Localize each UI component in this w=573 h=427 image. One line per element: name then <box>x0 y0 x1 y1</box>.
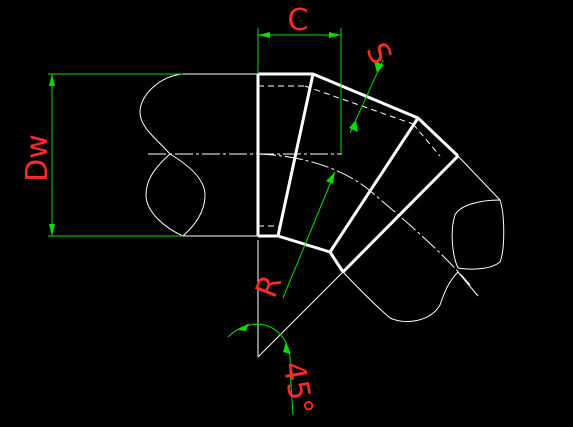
angle-arc <box>227 323 291 371</box>
angle-arrow-left <box>238 323 249 331</box>
s-arrow-bottom <box>349 120 358 132</box>
thick-segment-outlines <box>256 72 460 274</box>
dimension-lines <box>48 28 384 416</box>
mitre-joint-1 <box>276 73 315 237</box>
dashed-middle-top <box>304 85 414 125</box>
right-tick <box>457 271 479 297</box>
c-arrow-right <box>329 32 341 38</box>
angle-arrow-right <box>283 342 291 354</box>
mitre-joint-3 <box>341 154 460 274</box>
dw-arrow-bottom <box>49 224 55 236</box>
left-wave-profile <box>139 73 184 237</box>
r-arrow <box>326 172 335 184</box>
dashed-right-inner <box>412 123 441 157</box>
dw-arrow-top <box>49 74 55 86</box>
label-dw: Dw <box>20 134 55 182</box>
s-arrow-top <box>374 61 384 73</box>
segment-outer-edge <box>258 72 460 158</box>
mitre-joint-2 <box>328 117 420 253</box>
angle-diagonal-line <box>257 271 344 358</box>
label-angle: 45° <box>276 359 320 417</box>
dimension-arrows <box>49 32 384 354</box>
dashed-inner-lines <box>258 85 441 271</box>
label-c: C <box>288 3 309 38</box>
right-wave-profile <box>451 199 505 270</box>
thin-outlines <box>139 73 505 358</box>
centre-arc <box>257 153 471 286</box>
c-arrow-left <box>258 32 270 38</box>
angle-leader <box>289 369 294 416</box>
label-r: R <box>249 270 289 302</box>
dimension-labels: C S Dw R 45° <box>20 3 398 418</box>
lower-profile <box>342 271 459 322</box>
segment-inner-edge <box>258 234 345 273</box>
outer-diagonal-edge <box>457 155 501 201</box>
r-dimension-line <box>282 171 336 299</box>
left-wave-inner <box>169 153 206 237</box>
